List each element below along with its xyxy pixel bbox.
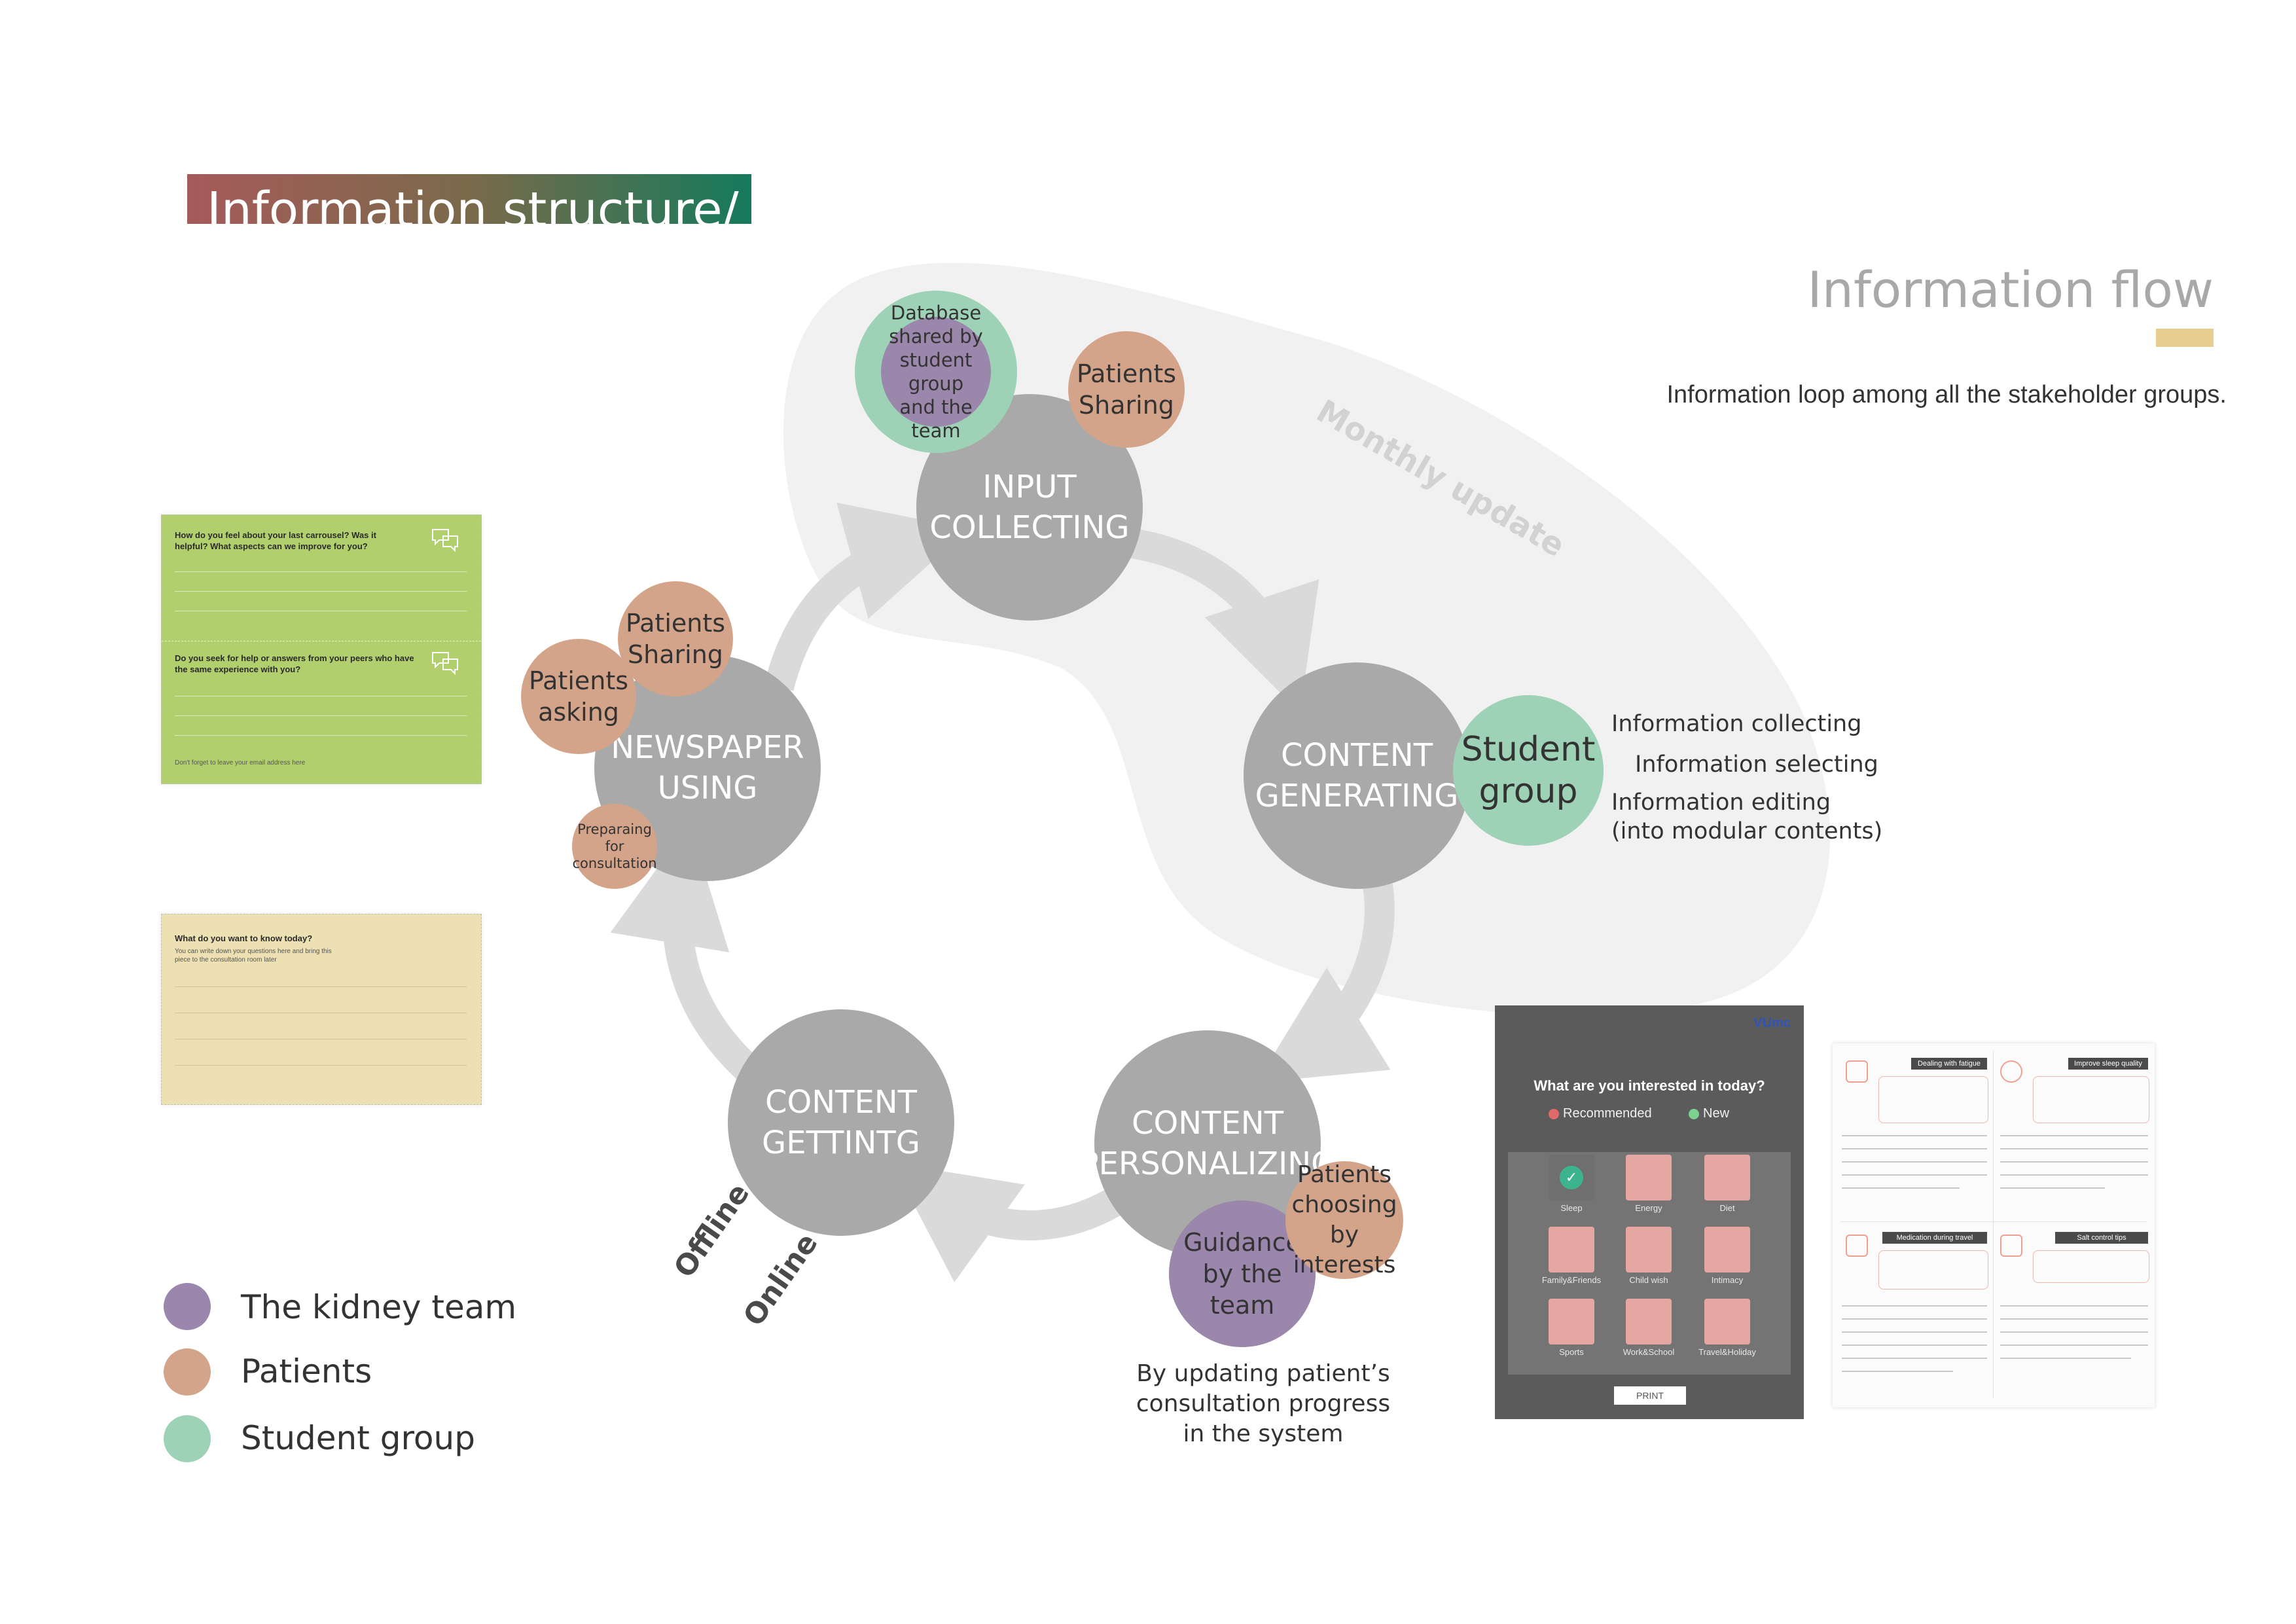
green-card-footer: Don't forget to leave your email address… (175, 759, 467, 767)
database-node: Database shared by student group and the… (881, 317, 991, 427)
legend-dot-patients (164, 1348, 211, 1396)
patients-asking-node: Patients asking (521, 639, 636, 754)
topic-grid: ✓ Sleep Energy Diet Family&Friends Child… (1508, 1152, 1791, 1375)
moon-icon (2000, 1060, 2022, 1083)
tile-label-energy: Energy (1613, 1203, 1685, 1213)
question-card-yellow: What do you want to know today? You can … (161, 914, 482, 1105)
yellow-card-question: What do you want to know today? (175, 933, 463, 944)
green-card-question-2: Do you seek for help or answers from you… (175, 653, 423, 675)
tile-child-wish[interactable] (1626, 1227, 1672, 1272)
tile-label-child-wish: Child wish (1613, 1275, 1685, 1285)
new-dot (1689, 1109, 1699, 1119)
chat-bubbles-icon-2 (430, 650, 460, 676)
kiosk-screen: VUmc What are you interested in today? R… (1495, 1005, 1804, 1419)
tile-work[interactable] (1626, 1299, 1672, 1344)
medication-icon (1846, 1235, 1868, 1257)
new-filter[interactable]: New (1703, 1106, 1729, 1121)
chat-bubbles-icon (430, 527, 460, 553)
check-icon: ✓ (1560, 1166, 1583, 1189)
fatigue-icon (1846, 1060, 1868, 1083)
task-editing-detail: (into modular contents) (1611, 818, 1882, 844)
legend-label-patients: Patients (241, 1352, 372, 1390)
tile-travel[interactable] (1704, 1299, 1750, 1344)
vumc-logo: VUmc (1753, 1016, 1791, 1031)
node-content-getting: CONTENT GETTINTG (728, 1009, 954, 1236)
patients-sharing-left: Patients Sharing (618, 581, 733, 696)
task-selecting: Information selecting (1635, 751, 1878, 778)
tile-energy[interactable] (1626, 1155, 1672, 1200)
tile-diet[interactable] (1704, 1155, 1750, 1200)
personalizing-note: By updating patient’s consultation progr… (1126, 1359, 1401, 1449)
tile-label-diet: Diet (1691, 1203, 1763, 1213)
patients-sharing-top: Patients Sharing (1068, 331, 1185, 448)
preparing-consultation-node: Preparaing for consultation (572, 804, 657, 889)
leaflet-box-1 (1878, 1076, 1988, 1123)
feedback-card-green: How do you feel about your last carrouse… (161, 514, 482, 784)
tile-label-travel: Travel&Holiday (1691, 1347, 1763, 1357)
leaflet-box-2 (2033, 1076, 2149, 1123)
print-button[interactable]: PRINT (1614, 1386, 1686, 1405)
legend-label-team: The kidney team (241, 1288, 516, 1326)
leaflet-header-fatigue: Dealing with fatigue (1911, 1058, 1987, 1070)
arrow-getting-to-newspaper (677, 877, 753, 1074)
task-collecting: Information collecting (1611, 711, 1861, 737)
tile-sports[interactable] (1549, 1299, 1594, 1344)
green-card-question-1: How do you feel about your last carrouse… (175, 530, 397, 552)
tile-label-family: Family&Friends (1535, 1275, 1607, 1285)
node-content-generating: CONTENT GENERATING (1244, 662, 1470, 889)
yellow-card-sub: You can write down your questions here a… (175, 947, 345, 964)
tile-label-sleep: Sleep (1535, 1203, 1607, 1213)
tile-intimacy[interactable] (1704, 1227, 1750, 1272)
leaflet-header-medication: Medication during travel (1882, 1232, 1987, 1244)
legend-label-student: Student group (241, 1419, 475, 1457)
kiosk-question: What are you interested in today? (1495, 1077, 1804, 1094)
patients-choosing-node: Patients choosing by interests (1285, 1161, 1403, 1279)
legend-dot-team (164, 1283, 211, 1330)
student-group-node: Student group (1453, 695, 1604, 846)
leaflet-header-sleep: Improve sleep quality (2068, 1058, 2148, 1070)
salt-icon (2000, 1235, 2022, 1257)
recommended-dot (1549, 1109, 1559, 1119)
leaflet-box-3 (1878, 1250, 1988, 1290)
tile-label-sports: Sports (1535, 1347, 1607, 1357)
leaflet-box-4 (2033, 1250, 2149, 1283)
printed-leaflet: Dealing with fatigue Improve sleep quali… (1833, 1043, 2155, 1407)
task-editing: Information editing (1611, 789, 1831, 816)
leaflet-header-salt: Salt control tips (2055, 1232, 2148, 1244)
tile-family[interactable] (1549, 1227, 1594, 1272)
legend-dot-student (164, 1415, 211, 1462)
tile-sleep[interactable]: ✓ (1549, 1155, 1594, 1200)
recommended-filter[interactable]: Recommended (1563, 1106, 1652, 1121)
tile-label-work: Work&School (1613, 1347, 1685, 1357)
tile-label-intimacy: Intimacy (1691, 1275, 1763, 1285)
